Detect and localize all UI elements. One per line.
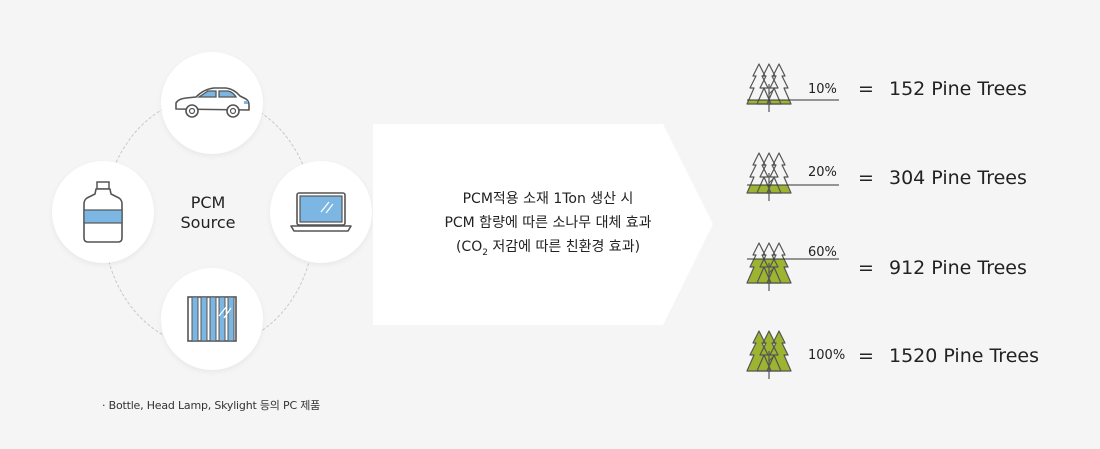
result-row: 60% = 912 Pine Trees [745, 239, 1085, 295]
result-percent: 20% [808, 165, 837, 180]
tree-outline [766, 242, 792, 284]
result-equals: = [858, 345, 874, 367]
arrow-text-line3: (CO2 저감에 따른 친환경 효과) [383, 235, 713, 265]
result-row: 100% = 1520 Pine Trees [745, 327, 1085, 383]
result-row: 20% = 304 Pine Trees [745, 149, 1085, 205]
result-equals: = [858, 167, 874, 189]
tree-branch [768, 266, 776, 274]
arrow-text-line3-suffix: 저감에 따른 친환경 효과) [487, 239, 641, 255]
result-value: 304 Pine Trees [889, 167, 1027, 189]
result-percent: 10% [808, 82, 837, 97]
tree-outline [766, 330, 792, 372]
source-label-line2: Source [180, 213, 236, 232]
source-label: PCM Source [158, 193, 258, 233]
tree-branch [768, 176, 776, 184]
bottle-icon [83, 181, 123, 243]
pine-trees-icon [746, 63, 839, 112]
tree-branch [768, 354, 776, 362]
result-row: 10% = 152 Pine Trees [745, 60, 1085, 116]
result-value: 152 Pine Trees [889, 78, 1027, 100]
arrow-text-line3-prefix: (CO [455, 239, 483, 255]
tree-branch [768, 87, 776, 95]
arrow-text-line2: PCM 함량에 따른 소나무 대체 효과 [444, 215, 652, 231]
tree-outline [766, 63, 792, 105]
result-value: 1520 Pine Trees [889, 345, 1039, 367]
arrow-text: PCM적용 소재 1Ton 생산 시 PCM 함량에 따른 소나무 대체 효과 … [383, 187, 713, 265]
result-percent: 60% [808, 245, 837, 260]
arrow-text-line3-sub: 2 [482, 247, 488, 258]
car-icon [175, 87, 250, 118]
laptop-node [270, 161, 372, 263]
car-node [161, 52, 263, 154]
pine-trees-icon [746, 242, 839, 291]
source-footnote: · Bottle, Head Lamp, Skylight 등의 PC 제품 [102, 399, 321, 412]
tree-fill [767, 100, 791, 104]
tree-fill [767, 331, 791, 371]
laptop-icon [290, 192, 352, 232]
pine-trees-icon [746, 152, 839, 201]
skylight-icon [187, 296, 237, 342]
tree-fill [767, 259, 791, 283]
result-equals: = [858, 257, 874, 279]
arrow-shape [373, 124, 713, 325]
pine-trees-icon [746, 330, 792, 379]
result-value: 912 Pine Trees [889, 257, 1027, 279]
skylight-node [161, 268, 263, 370]
result-percent: 100% [808, 348, 846, 363]
source-label-line1: PCM [190, 193, 226, 212]
bottle-node [52, 161, 154, 263]
result-equals: = [858, 78, 874, 100]
arrow-text-line1: PCM적용 소재 1Ton 생산 시 [462, 191, 634, 207]
tree-outline [766, 152, 792, 194]
